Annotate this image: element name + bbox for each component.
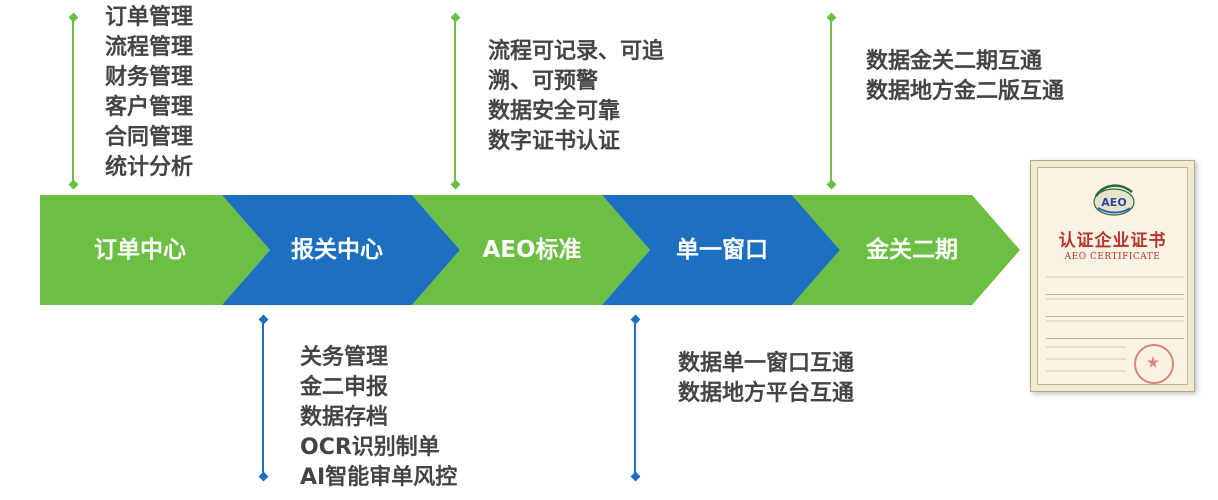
stage-label-order-center: 订单中心 bbox=[94, 237, 186, 263]
annotation-item: 数据单一窗口互通 bbox=[678, 351, 855, 376]
annotation-item: 财务管理 bbox=[105, 65, 194, 90]
annotation-item: 数据金关二期互通 bbox=[866, 49, 1043, 74]
certificate-text-line bbox=[1046, 370, 1126, 372]
annotation-item: 订单管理 bbox=[105, 5, 194, 30]
connector-customs-center bbox=[262, 319, 264, 477]
stage-label-single-window: 单一窗口 bbox=[676, 237, 768, 263]
annotation-order-center: 订单管理 流程管理 财务管理 客户管理 合同管理 统计分析 bbox=[105, 3, 193, 183]
annotation-customs-center: 关务管理 金二申报 数据存档 OCR识别制单 AI智能审单风控 bbox=[300, 343, 457, 493]
annotation-aeo-standard: 流程可记录、可追 溯、可预警 数据安全可靠 数字证书认证 bbox=[488, 37, 664, 157]
annotation-item: 数字证书认证 bbox=[488, 129, 621, 154]
annotation-item: OCR识别制单 bbox=[300, 435, 440, 460]
stage-shape-customs-center bbox=[222, 195, 460, 305]
annotation-item: 合同管理 bbox=[105, 125, 194, 150]
connector-single-window bbox=[634, 319, 636, 477]
annotation-item: 数据地方金二版互通 bbox=[866, 79, 1065, 104]
annotation-item: 统计分析 bbox=[105, 155, 194, 180]
certificate-field bbox=[1046, 302, 1184, 317]
certificate-border: AEO 认证企业证书 AEO CERTIFICATE bbox=[1037, 167, 1188, 385]
annotation-single-window: 数据单一窗口互通 数据地方平台互通 bbox=[678, 349, 854, 409]
connector-aeo-standard bbox=[454, 17, 456, 185]
certificate-text-line bbox=[1046, 358, 1126, 360]
annotation-item: 溯、可预警 bbox=[488, 69, 599, 94]
stage-shape-golden-customs bbox=[792, 195, 1020, 305]
certificate-subtitle: AEO CERTIFICATE bbox=[1064, 252, 1161, 262]
certificate-field bbox=[1046, 324, 1184, 339]
annotation-item: 流程管理 bbox=[105, 35, 194, 60]
stage-shape-order-center bbox=[40, 195, 270, 305]
aeo-certificate-image: AEO 认证企业证书 AEO CERTIFICATE bbox=[1030, 160, 1195, 392]
certificate-text-line bbox=[1046, 320, 1184, 322]
certificate-text-line bbox=[1046, 298, 1184, 300]
certificate-seal-icon bbox=[1134, 344, 1174, 384]
stage-shape-single-window bbox=[602, 195, 840, 305]
stage-label-aeo-standard: AEO标准 bbox=[482, 237, 582, 263]
connector-order-center bbox=[72, 17, 74, 185]
logo-text: AEO bbox=[1101, 196, 1126, 209]
stage-shape-aeo-standard bbox=[412, 195, 650, 305]
connector-golden-customs bbox=[830, 17, 832, 185]
certificate-text-line bbox=[1046, 276, 1184, 278]
certificate-text-line bbox=[1046, 346, 1126, 348]
annotation-item: 关务管理 bbox=[300, 345, 389, 370]
stage-label-customs-center: 报关中心 bbox=[291, 237, 383, 263]
annotation-item: 流程可记录、可追 bbox=[488, 39, 665, 64]
annotation-item: 客户管理 bbox=[105, 95, 194, 120]
annotation-item: 数据地方平台互通 bbox=[678, 381, 855, 406]
certificate-field bbox=[1046, 280, 1184, 295]
annotation-golden-customs: 数据金关二期互通 数据地方金二版互通 bbox=[866, 47, 1064, 107]
certificate-title: 认证企业证书 bbox=[1058, 231, 1167, 251]
annotation-item: AI智能审单风控 bbox=[300, 465, 458, 490]
stage-label-golden-customs: 金关二期 bbox=[866, 237, 958, 263]
annotation-item: 金二申报 bbox=[300, 375, 389, 400]
aeo-logo-icon: AEO bbox=[1093, 184, 1135, 216]
annotation-item: 数据安全可靠 bbox=[488, 99, 621, 124]
annotation-item: 数据存档 bbox=[300, 405, 389, 430]
